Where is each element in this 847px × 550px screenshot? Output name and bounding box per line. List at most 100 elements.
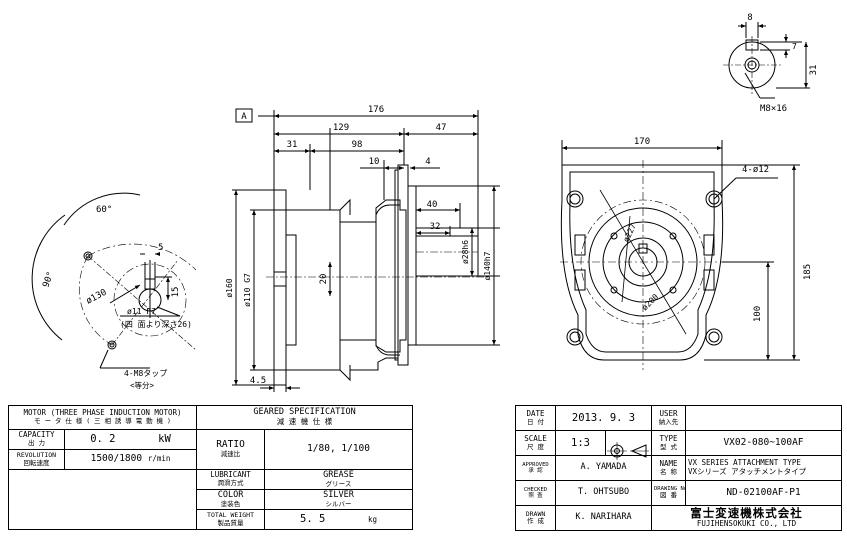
dim-10: 10 xyxy=(369,157,380,167)
revolution-unit: r/min xyxy=(147,454,171,464)
revolution-label-jp: 回転速度 xyxy=(23,458,50,467)
ratio-value: 1/80, 1/100 xyxy=(264,429,414,470)
type-label-cell: TYPE 型 式 xyxy=(651,430,686,456)
dim-28: ø28h6 xyxy=(461,240,470,264)
capacity-value: 0. 2 xyxy=(90,433,116,446)
dim-key-31: 31 xyxy=(809,65,819,76)
color-label: COLOR xyxy=(217,489,244,500)
dim-left-5: 5 xyxy=(158,243,163,253)
name-value: VX SERIES ATTACHMENT TYPE xyxy=(688,458,801,468)
lubricant-label-cell: LUBRICANT 潤滑方式 xyxy=(196,469,266,490)
user-label: USER xyxy=(659,408,678,418)
dim-left-equal: <等分> xyxy=(130,380,155,390)
name-label-cell: NAME 名 称 xyxy=(651,455,686,481)
dim-left-depth: (四 面より深さ26) xyxy=(120,320,192,329)
bolt-pattern-view xyxy=(31,192,197,369)
motor-title-cell: MOTOR (THREE PHASE INDUCTION MOTOR) モ ー … xyxy=(7,405,198,430)
ratio-label: RATIO xyxy=(216,439,245,451)
weight-label: TOTAL WEIGHT xyxy=(207,511,254,520)
company-cell: 富士変速機株式会社 FUJIHENSOKUKI CO., LTD xyxy=(651,505,842,531)
color-value-cell: SILVER シルバー xyxy=(264,489,414,510)
dim-left-11: ø11 F7 xyxy=(127,307,156,316)
title-block: DATE 日 付 2013. 9. 3 USER 納入先 SCALE 尺 度 1… xyxy=(515,405,842,531)
weight-value-cell: 5. 5 kg xyxy=(264,509,414,530)
angle-90: 90° xyxy=(41,270,56,289)
dim-185: 185 xyxy=(803,264,813,280)
ratio-label-jp: 減速比 xyxy=(220,450,241,459)
dim-160: ø160 xyxy=(225,278,234,297)
dim-32: 32 xyxy=(430,222,441,232)
scale-label: SCALE xyxy=(524,433,547,443)
company-name-jp: 富士変速機株式会社 xyxy=(690,506,803,521)
spec-table: MOTOR (THREE PHASE INDUCTION MOTOR) モ ー … xyxy=(7,405,414,530)
revolution-value: 1500/1800 xyxy=(90,453,143,465)
lubricant-label-jp: 潤滑方式 xyxy=(217,479,244,488)
name-label-jp: 名 称 xyxy=(660,467,677,476)
user-label-cell: USER 納入先 xyxy=(651,405,686,431)
checked-value: T. OHTSUBO xyxy=(555,480,652,506)
dim-top-8: 8 xyxy=(747,13,752,23)
color-value-jp: シルバー xyxy=(325,499,352,508)
dim-129: 129 xyxy=(333,123,349,133)
gear-front-view xyxy=(560,140,800,370)
date-value: 2013. 9. 3 xyxy=(555,405,652,431)
lubricant-value-jp: グリース xyxy=(325,479,352,488)
dim-31: 31 xyxy=(287,140,298,150)
drawing-label-jp: 図 番 xyxy=(660,491,677,500)
lubricant-value: GREASE xyxy=(323,469,354,480)
scale-label-jp: 尺 度 xyxy=(527,442,544,451)
weight-label-jp: 製品質量 xyxy=(217,518,244,527)
company-name-en: FUJIHENSOKUKI CO., LTD xyxy=(696,519,797,529)
revolution-label: REVOLUTION xyxy=(16,451,57,460)
approved-label: APPROVED xyxy=(522,461,549,468)
ratio-label-cell: RATIO 減速比 xyxy=(196,429,266,470)
checked-label: CHECKED xyxy=(523,486,548,493)
dim-98: 98 xyxy=(352,140,363,150)
dim-4-12: 4-ø12 xyxy=(742,165,769,175)
approved-label-jp: 承 認 xyxy=(528,468,543,474)
capacity-label-cell: CAPACITY 出 力 xyxy=(8,429,65,450)
dim-20: 20 xyxy=(319,274,329,285)
drawn-label-jp: 作 成 xyxy=(527,517,544,525)
geared-title-cell: GEARED SPECIFICATION 減 速 機 仕 様 xyxy=(196,405,414,430)
dim-m8: M8×16 xyxy=(760,104,787,114)
name-label: NAME xyxy=(659,458,678,468)
dim-left-130: ø130 xyxy=(85,288,109,307)
weight-label-cell: TOTAL WEIGHT 製品質量 xyxy=(196,509,266,530)
approved-value: A. YAMADA xyxy=(555,455,652,481)
name-value-cell: VX SERIES ATTACHMENT TYPE VXシリーズ アタッチメント… xyxy=(685,455,842,481)
drawn-label: DRAWN xyxy=(525,509,546,518)
date-label: DATE xyxy=(526,408,545,418)
geared-title-jp: 減 速 機 仕 様 xyxy=(276,417,333,427)
projection-symbol-cell xyxy=(605,430,652,456)
dim-176: 176 xyxy=(368,105,384,115)
weight-value: 5. 5 xyxy=(300,513,326,526)
revolution-label-cell: REVOLUTION 回転速度 xyxy=(8,449,65,470)
scale-label-cell: SCALE 尺 度 xyxy=(515,430,556,456)
angle-60: 60° xyxy=(96,205,112,215)
lubricant-label: LUBRICANT xyxy=(210,470,251,480)
geared-title: GEARED SPECIFICATION xyxy=(253,407,356,418)
dim-227: ø227 xyxy=(622,222,638,243)
capacity-unit: kW xyxy=(158,433,171,446)
color-label-jp: 塗装色 xyxy=(220,499,241,508)
shaft-key-detail xyxy=(723,22,810,99)
drawn-value: K. NARIHARA xyxy=(555,505,652,531)
type-value: VX02-080~100AF xyxy=(685,430,842,456)
drawing-value: ND-02100AF-P1 xyxy=(685,480,842,506)
gear-side-view xyxy=(232,108,500,392)
spec-blank xyxy=(7,469,198,530)
drawing-label-cell: DRAWING No. 図 番 xyxy=(651,480,686,506)
name-value-jp: VXシリーズ アタッチメントタイプ xyxy=(688,467,807,476)
dim-key-7: 7 xyxy=(792,42,797,51)
dim-40: 40 xyxy=(427,200,438,210)
drawn-label-cell: DRAWN 作 成 xyxy=(515,505,556,531)
date-label-jp: 日 付 xyxy=(527,417,544,426)
checked-label-jp: 照 査 xyxy=(528,493,543,499)
date-label-cell: DATE 日 付 xyxy=(515,405,556,431)
dim-140: ø140h7 xyxy=(483,251,492,280)
dim-110: ø110 G7 xyxy=(243,273,252,307)
motor-title: MOTOR (THREE PHASE INDUCTION MOTOR) xyxy=(23,408,182,418)
approved-label-cell: APPROVED 承 認 xyxy=(515,455,556,481)
